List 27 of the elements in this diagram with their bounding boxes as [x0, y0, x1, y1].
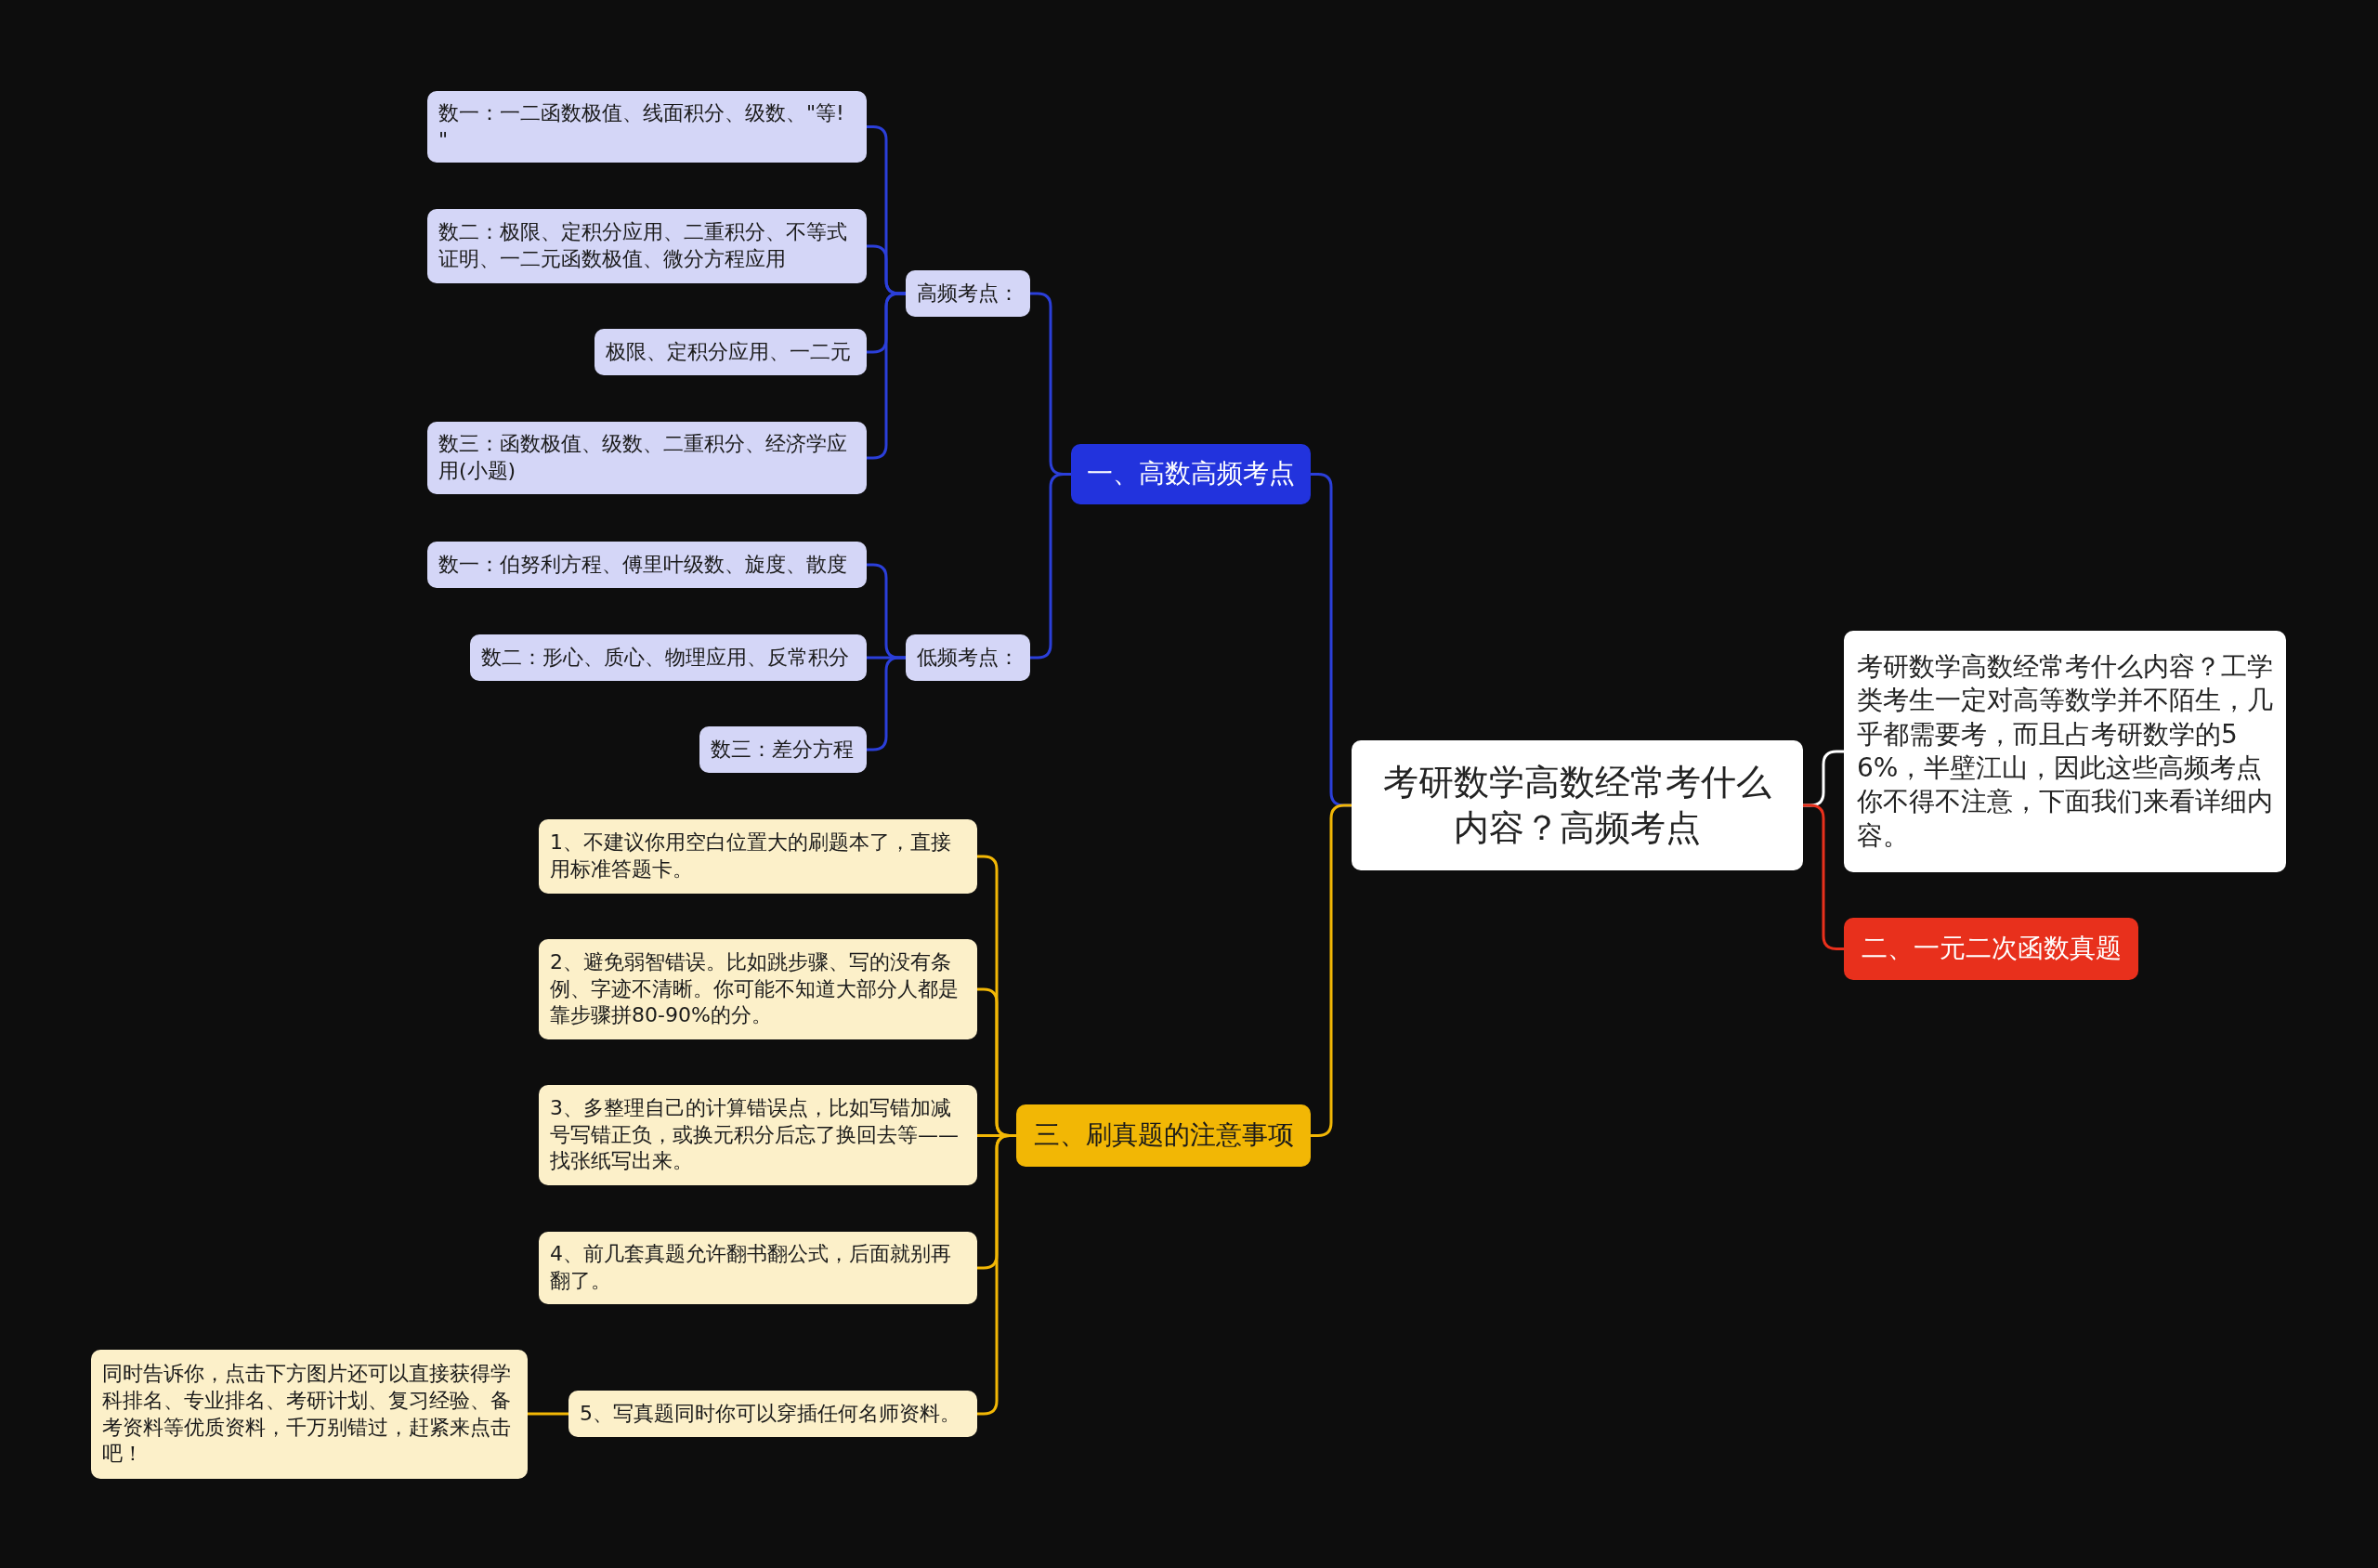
branch-box: 一、高数高频考点: [1071, 444, 1311, 504]
topic-box: 数三：函数极值、级数、二重积分、经济学应用(小题): [427, 422, 867, 494]
topic-box: 极限、定积分应用、一二元: [594, 329, 867, 375]
connector-line: [867, 292, 906, 460]
topic-box: 高频考点：: [906, 270, 1030, 317]
branch-box: 二、一元二次函数真题: [1844, 918, 2138, 980]
topic-box: 数一：伯努利方程、傅里叶级数、旋度、散度: [427, 542, 867, 588]
connector-line: [528, 1412, 568, 1416]
branch-box: 三、刷真题的注意事项: [1016, 1104, 1311, 1167]
topic-box: 数二：极限、定积分应用、二重积分、不等式证明、一二元函数极值、微分方程应用: [427, 209, 867, 283]
note-box: 5、写真题同时你可以穿插任何名师资料。: [568, 1391, 977, 1437]
note-box: 4、前几套真题允许翻书翻公式，后面就别再翻了。: [539, 1232, 977, 1304]
connector-line: [1030, 473, 1071, 660]
description-box: 考研数学高数经常考什么内容？工学类考生一定对高等数学并不陌生，几乎都需要考，而且占考研数学的56%，半壁江山，因此这些高频考点你不得不注意，下面我们来看详细内容。: [1844, 631, 2286, 872]
note-box: 1、不建议你用空白位置大的刷题本了，直接用标准答题卡。: [539, 819, 977, 894]
topic-box: 数二：形心、质心、物理应用、反常积分: [470, 634, 867, 681]
connector-line: [867, 656, 906, 751]
connector-line: [1311, 804, 1352, 1137]
connector-line: [977, 1134, 1016, 1416]
topic-box: 低频考点：: [906, 634, 1030, 681]
note-box: 2、避免弱智错误。比如跳步骤、写的没有条例、字迹不清晰。你可能不知道大部分人都是靠步骤拼80-90%的分。: [539, 939, 977, 1039]
central-topic-box: 考研数学高数经常考什么内容？高频考点: [1352, 740, 1803, 870]
connector-line: [1803, 804, 1844, 950]
topic-box: 数三：差分方程: [699, 726, 867, 773]
topic-box: 数一：一二函数极值、线面积分、级数、"等! ": [427, 91, 867, 163]
note-box: 同时告诉你，点击下方图片还可以直接获得学科排名、专业排名、考研计划、复习经验、备考资料等优质资料，千万别错过，赶紧来点击吧！: [91, 1350, 528, 1479]
note-box: 3、多整理自己的计算错误点，比如写错加减号写错正负，或换元积分后忘了换回去等——找张纸写出来。: [539, 1085, 977, 1185]
